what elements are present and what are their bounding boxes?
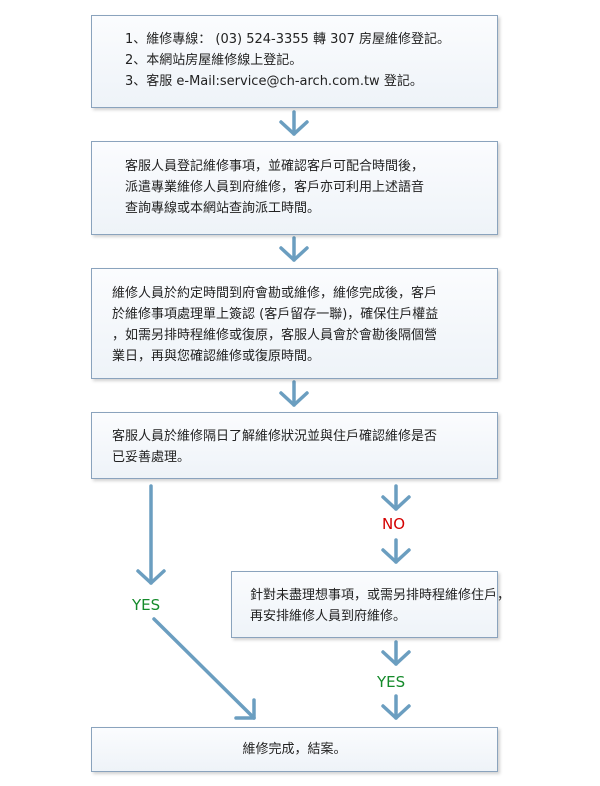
step-contact-line: 3、客服 e-Mail:service@ch-arch.com.tw 登記。 — [125, 74, 423, 89]
step-contact-line: 2、本網站房屋維修線上登記。 — [125, 53, 303, 68]
step-repair-line: 業日，再與您確認維修或復原時間。 — [112, 349, 321, 364]
step-done-text: 維修完成，結案。 — [242, 742, 347, 757]
arrow-no-top — [381, 484, 411, 511]
arrow-yes-right-top — [381, 640, 411, 666]
step-repair-box: 維修人員於約定時間到府會勘或維修，維修完成後，客戶 於維修事項處理單上簽認 (客… — [91, 268, 498, 379]
step-dispatch-line: 派遣專業維修人員到府維修，客戶亦可利用上述語音 — [125, 180, 425, 195]
step-dispatch-box: 客服人員登記維修事項，並確認客戶可配合時間後， 派遣專業維修人員到府維修，客戶亦… — [91, 141, 498, 235]
branch-label-yes-right: YES — [377, 673, 406, 691]
arrow-yes-left-branch — [136, 484, 256, 720]
arrow-repair-to-followup — [279, 380, 309, 407]
step-done-box: 維修完成，結案。 — [91, 727, 498, 772]
arrow-contact-to-dispatch — [279, 110, 309, 136]
arrow-yes-right-bottom — [381, 694, 411, 720]
step-dispatch-line: 查詢專線或本網站查詢派工時間。 — [125, 201, 321, 216]
step-followup-line: 已妥善處理。 — [112, 450, 191, 465]
step-followup-box: 客服人員於維修隔日了解維修狀況並與住戶確認維修是否 已妥善處理。 — [91, 412, 498, 479]
step-reschedule-box: 針對未盡理想事項，或需另排時程維修住戶， 再安排維修人員到府維修。 — [231, 571, 511, 638]
step-dispatch-line: 客服人員登記維修事項，並確認客戶可配合時間後， — [125, 159, 425, 174]
step-followup-line: 客服人員於維修隔日了解維修狀況並與住戶確認維修是否 — [112, 429, 438, 444]
arrow-no-bottom — [381, 538, 411, 564]
branch-label-no: NO — [382, 515, 406, 533]
branch-label-yes-left: YES — [132, 596, 161, 614]
arrow-dispatch-to-repair — [279, 236, 309, 262]
step-repair-line: ，如需另排時程維修或復原，客服人員會於會勘後隔個營 — [112, 328, 438, 343]
step-reschedule-line: 針對未盡理想事項，或需另排時程維修住戶， — [250, 588, 511, 603]
step-contact-box: 1、維修專線： (03) 524-3355 轉 307 房屋維修登記。 2、本網… — [91, 15, 498, 108]
step-reschedule-line: 再安排維修人員到府維修。 — [250, 609, 407, 624]
step-contact-line: 1、維修專線： (03) 524-3355 轉 307 房屋維修登記。 — [125, 32, 451, 47]
step-repair-line: 維修人員於約定時間到府會勘或維修，維修完成後，客戶 — [112, 286, 438, 301]
step-repair-line: 於維修事項處理單上簽認 (客戶留存一聯)，確保住戶權益 — [112, 307, 439, 322]
